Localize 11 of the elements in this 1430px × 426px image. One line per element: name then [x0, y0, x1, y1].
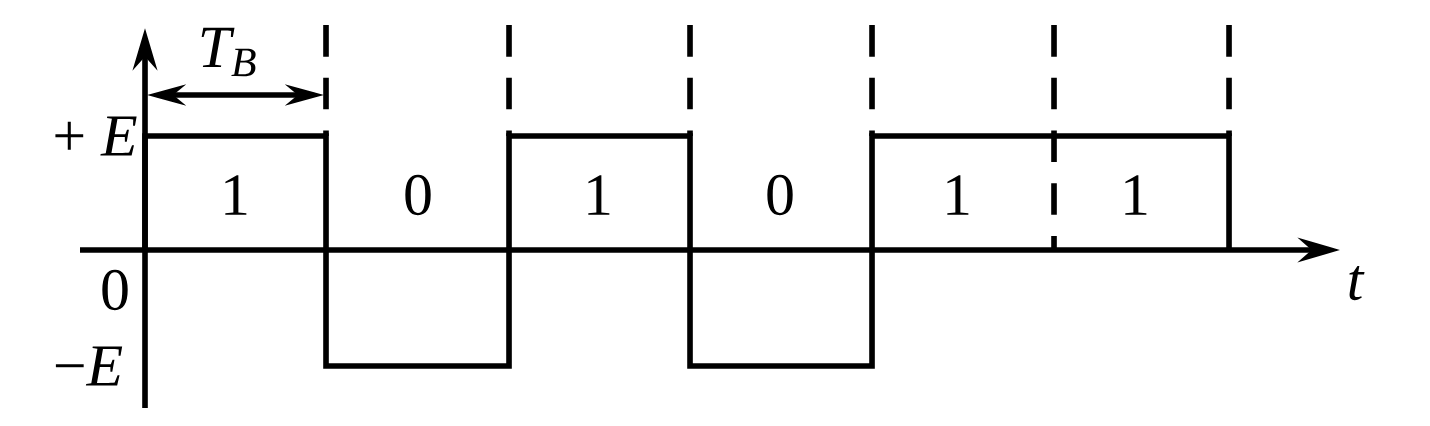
axis-label: t — [1349, 265, 1365, 301]
period-label: T$_{B}$ — [201, 27, 256, 77]
level-label: + E — [55, 116, 137, 156]
bit-label: 1 — [588, 175, 610, 215]
bit-label: 1 — [947, 175, 969, 215]
bit-label: 1 — [225, 175, 247, 215]
bit-label: 0 — [767, 174, 793, 216]
bit-label: 0 — [405, 174, 431, 216]
level-label: 0 — [102, 269, 128, 311]
level-label: −E — [55, 346, 123, 386]
bit-label: 1 — [1125, 175, 1147, 215]
